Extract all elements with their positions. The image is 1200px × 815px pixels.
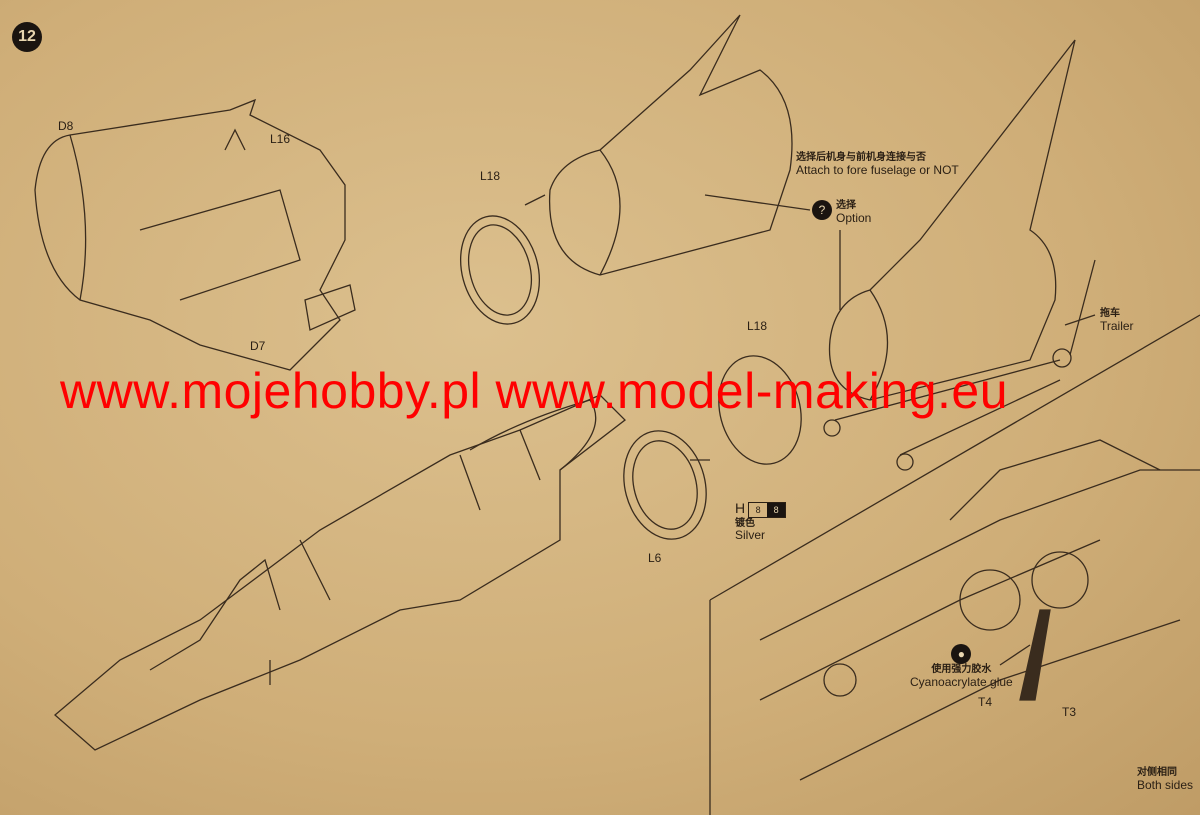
rear-fuselage-upper-drawing bbox=[459, 14, 793, 325]
glue-note-cn: 使用强力胶水 bbox=[931, 664, 992, 675]
part-label-l16: L16 bbox=[270, 132, 291, 146]
both-sides-cn: 对侧相同 bbox=[1137, 767, 1177, 778]
trailer-note-en: Trailer bbox=[1100, 318, 1134, 333]
part-label-d8: D8 bbox=[58, 119, 74, 133]
part-label-t4: T4 bbox=[978, 695, 993, 709]
glue-note: ● 使用强力胶水 Cyanoacrylate glue bbox=[910, 644, 1013, 689]
paint-letter: H bbox=[735, 500, 746, 516]
part-label-l18-top: L18 bbox=[480, 169, 501, 183]
fore-fuselage-drawing bbox=[54, 394, 626, 751]
silver-note-en: Silver bbox=[735, 528, 766, 543]
option-note-cn: 选择 bbox=[836, 200, 856, 211]
attach-note-en: Attach to fore fuselage or NOT bbox=[796, 162, 959, 177]
watermark: www.mojehobby.pl www.model-making.eu bbox=[60, 363, 1009, 419]
paint-code-2: 8 bbox=[767, 502, 786, 517]
option-note-en: Option bbox=[836, 210, 872, 225]
attach-note: 选择后机身与前机身连接与否 Attach to fore fuselage or… bbox=[796, 152, 959, 177]
glue-note-en: Cyanoacrylate glue bbox=[910, 674, 1013, 689]
part-label-d7: D7 bbox=[250, 339, 266, 353]
glue-drop-icon: ● bbox=[951, 644, 972, 664]
rear-fuselage-d8-drawing bbox=[34, 98, 356, 371]
part-label-t3: T3 bbox=[1062, 705, 1077, 719]
paint-code-1: 8 bbox=[755, 504, 761, 515]
option-note: ? 选择 Option bbox=[812, 200, 871, 225]
trailer-note: 拖车 Trailer bbox=[1100, 308, 1134, 333]
part-label-l18-mid: L18 bbox=[747, 319, 768, 333]
step-number-badge: 12 bbox=[12, 22, 42, 52]
silver-note-cn: 镀色 bbox=[735, 517, 755, 529]
both-sides-en: Both sides bbox=[1137, 777, 1194, 792]
detail-inset-drawing bbox=[709, 314, 1200, 815]
question-icon: ? bbox=[812, 200, 832, 220]
trailer-note-cn: 拖车 bbox=[1100, 308, 1120, 319]
attach-note-cn: 选择后机身与前机身连接与否 bbox=[796, 152, 926, 163]
part-label-l6: L6 bbox=[648, 551, 662, 565]
rear-fuselage-trailer-drawing bbox=[623, 39, 1096, 540]
both-sides-note: 对侧相同 Both sides bbox=[1137, 767, 1193, 792]
